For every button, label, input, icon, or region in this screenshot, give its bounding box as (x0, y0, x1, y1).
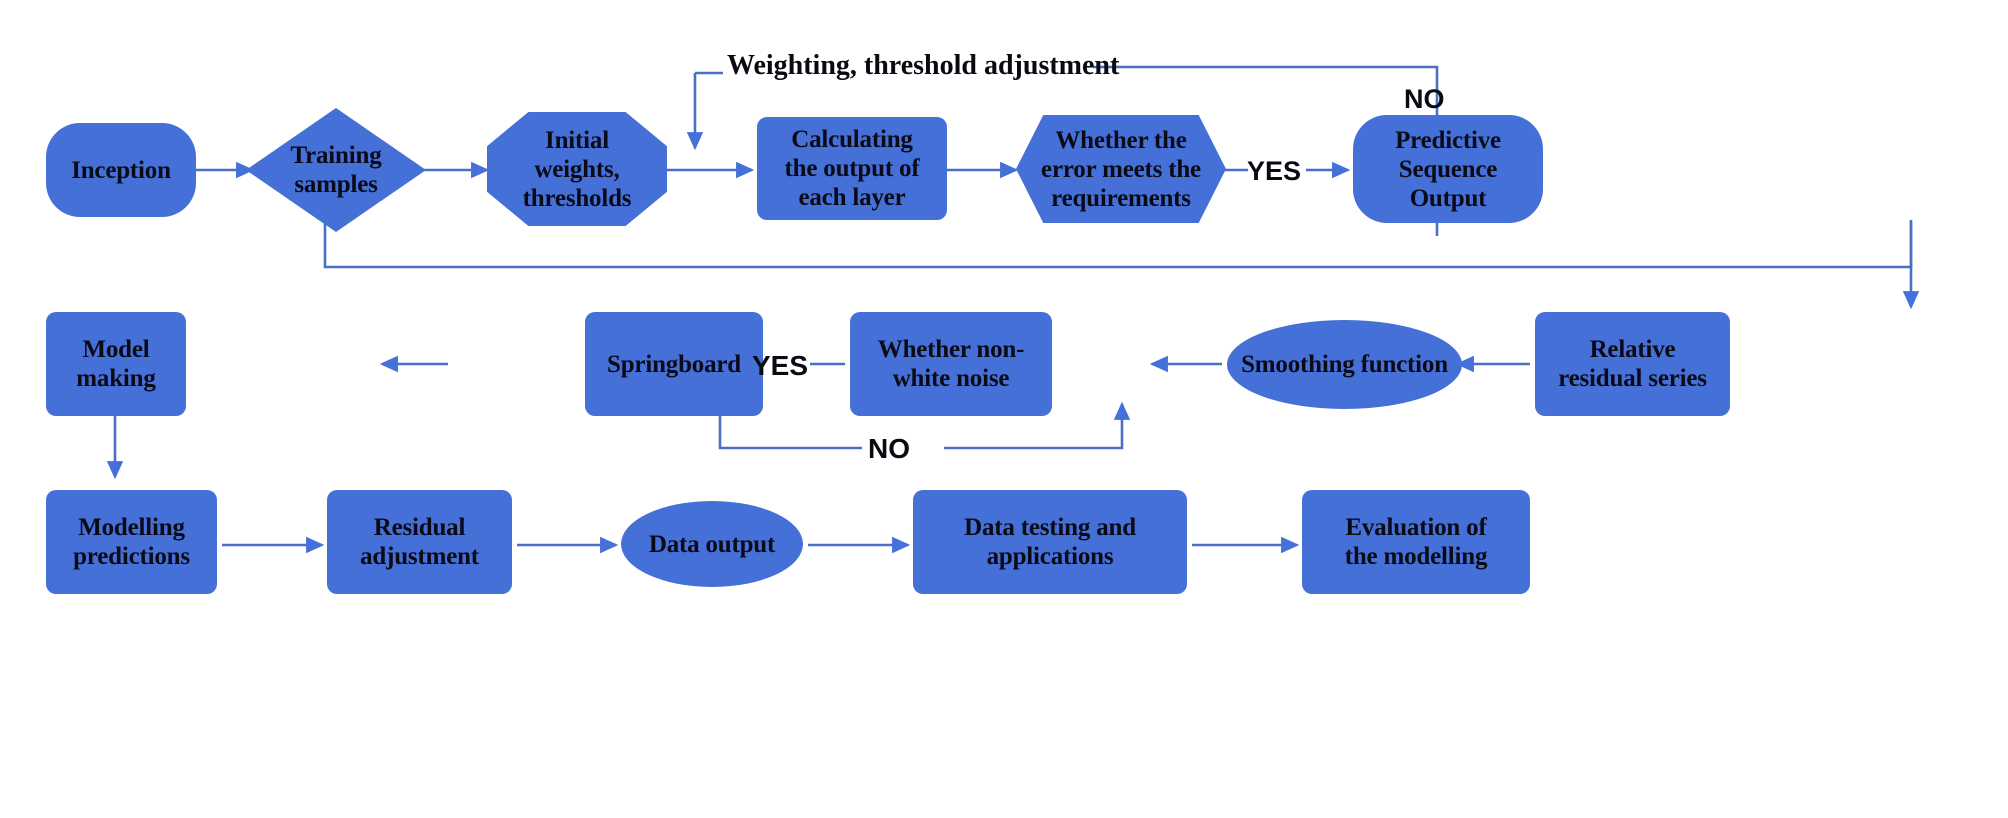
node-error-check[interactable]: Whether the error meets the requirements (1016, 115, 1226, 223)
node-inception-label: Inception (71, 156, 171, 184)
edge-no-feedback-mid (718, 415, 862, 450)
node-error-check-label: Whether the error meets the requirements (1041, 126, 1201, 212)
edge-longfeedback-to-training (323, 220, 1913, 269)
node-springboard[interactable]: Springboard (585, 312, 763, 416)
edge-label-weighting-threshold-adjustment: Weighting, threshold adjustment (727, 50, 1120, 81)
node-modelling-predictions-label: Modelling predictions (73, 514, 190, 570)
edge-label-yes-mid: YES (752, 350, 809, 381)
node-training-samples[interactable]: Training samples (246, 108, 426, 232)
node-relative-residual-series[interactable]: Relative residual series (1535, 312, 1730, 416)
node-smoothing-function-label: Smoothing function (1241, 351, 1448, 378)
edge-label-no-mid: NO (868, 433, 910, 464)
node-residual-adjustment[interactable]: Residual adjustment (327, 490, 512, 594)
node-evaluation-modelling[interactable]: Evaluation of the modelling (1302, 490, 1530, 594)
node-inception[interactable]: Inception (46, 123, 196, 217)
node-calculating-output-label: Calculating the output of each layer (784, 126, 920, 211)
node-whether-nonwhite-noise-label: Whether non- white noise (877, 336, 1025, 392)
node-residual-adjustment-label: Residual adjustment (360, 514, 479, 570)
node-data-output[interactable]: Data output (621, 501, 803, 587)
node-training-samples-label: Training samples (290, 142, 382, 198)
node-predictive-sequence-output[interactable]: Predictive Sequence Output (1353, 115, 1543, 223)
node-calculating-output[interactable]: Calculating the output of each layer (757, 117, 947, 220)
edge-label-no-top: NO (1404, 84, 1445, 114)
edge-label-yes-top: YES (1247, 156, 1302, 186)
node-modelling-predictions[interactable]: Modelling predictions (46, 490, 217, 594)
node-data-testing-applications[interactable]: Data testing and applications (913, 490, 1187, 594)
node-model-making-label: Model making (76, 336, 156, 392)
node-model-making[interactable]: Model making (46, 312, 186, 416)
node-evaluation-modelling-label: Evaluation of the modelling (1344, 514, 1488, 570)
node-predictive-sequence-output-label: Predictive Sequence Output (1395, 126, 1501, 212)
node-data-testing-applications-label: Data testing and applications (964, 514, 1136, 570)
node-data-output-label: Data output (648, 530, 776, 558)
node-whether-nonwhite-noise[interactable]: Whether non- white noise (850, 312, 1052, 416)
node-springboard-label: Springboard (607, 350, 741, 378)
node-smoothing-function[interactable]: Smoothing function (1227, 320, 1462, 409)
node-initial-weights[interactable]: Initial weights, thresholds (487, 112, 667, 226)
node-initial-weights-label: Initial weights, thresholds (522, 126, 632, 212)
node-relative-residual-series-label: Relative residual series (1558, 336, 1707, 392)
